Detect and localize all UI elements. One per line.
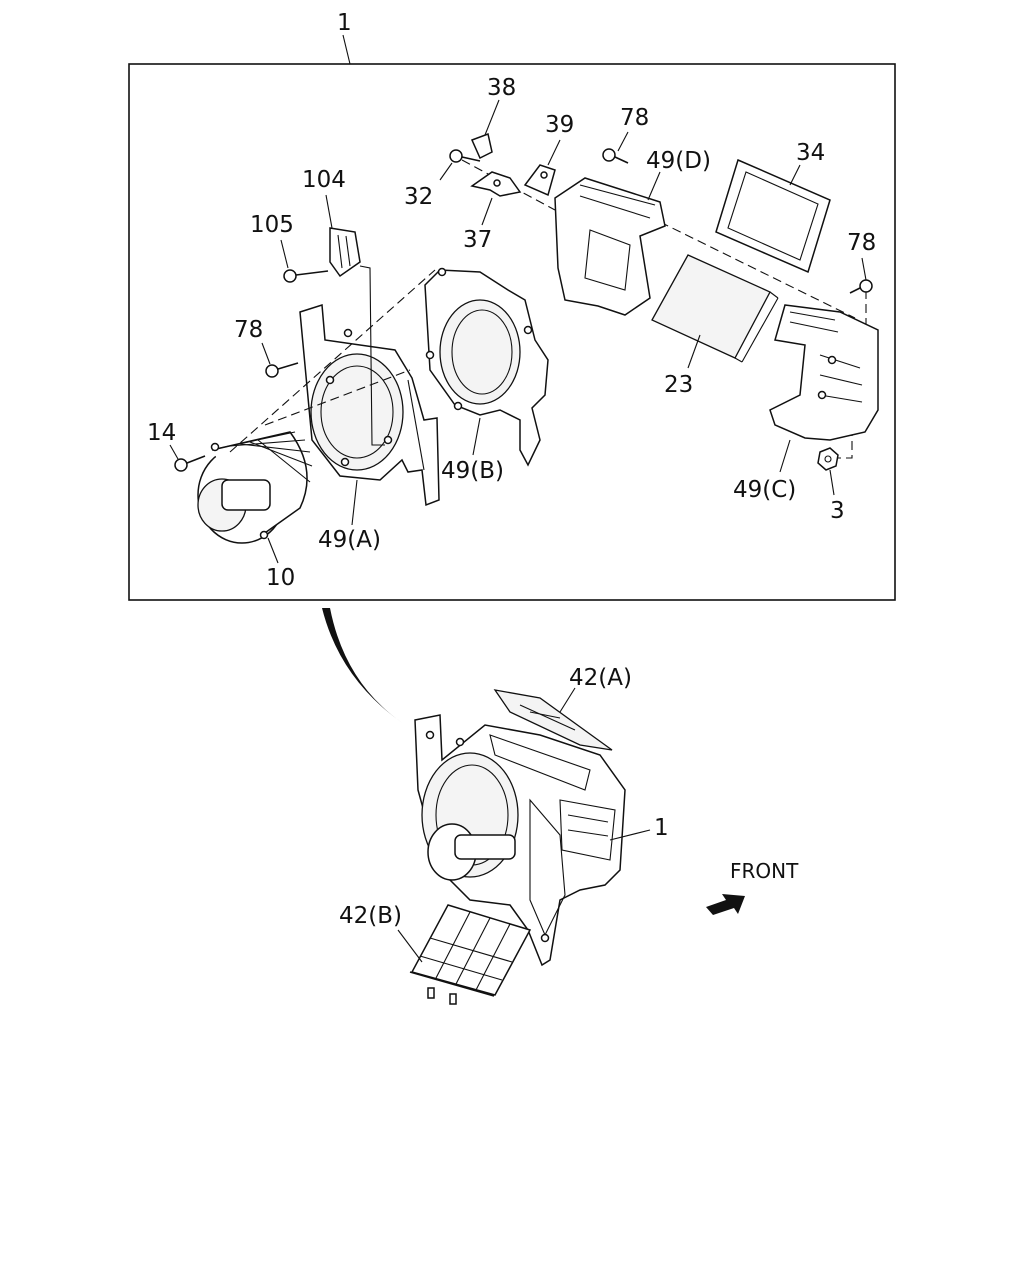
- exploded-view-frame: [128, 63, 896, 601]
- leader-1-bottom: [609, 829, 651, 841]
- label-42a: 42(A): [569, 665, 632, 691]
- alignment-line-2: [264, 369, 411, 426]
- filter-42b-part: [409, 904, 532, 1005]
- bracket-38-part: [470, 132, 493, 160]
- assembled-unit-part: [414, 714, 626, 967]
- leader-34: [789, 164, 801, 186]
- leader-3: [829, 469, 835, 496]
- label-104: 104: [302, 167, 346, 193]
- label-49d: 49(D): [646, 148, 711, 174]
- link-39-part: [523, 164, 556, 197]
- case-49b-part: [424, 267, 549, 467]
- panel-42a-part: [493, 689, 613, 751]
- lever-37-part: [470, 171, 522, 197]
- duct-49d-part: [554, 177, 666, 316]
- label-3: 3: [830, 498, 845, 524]
- label-49a: 49(A): [318, 527, 381, 553]
- leader-104: [325, 194, 333, 229]
- leader-38: [484, 99, 500, 136]
- label-front: FRONT: [730, 859, 799, 883]
- leader-42b: [397, 929, 423, 963]
- linkage-line: [359, 265, 385, 446]
- screw-14-part: [174, 455, 206, 472]
- label-1-bottom: 1: [654, 815, 669, 841]
- leader-10: [267, 537, 279, 564]
- actuator-104-part: [329, 227, 361, 278]
- leader-1-top: [342, 34, 351, 65]
- leader-23: [687, 334, 701, 369]
- label-78-top: 78: [620, 105, 649, 131]
- housing-49a-part: [299, 304, 440, 507]
- label-37: 37: [463, 227, 492, 253]
- screw-78-top-part: [602, 148, 629, 164]
- label-34: 34: [796, 140, 825, 166]
- label-49c: 49(C): [733, 477, 796, 503]
- screw-105-part: [283, 269, 329, 283]
- blower-motor-part: [197, 431, 313, 544]
- leader-78-left: [261, 342, 271, 365]
- label-23: 23: [664, 372, 693, 398]
- leader-39: [547, 139, 561, 166]
- label-39: 39: [545, 112, 574, 138]
- alignment-line-3: [461, 159, 556, 211]
- label-49b: 49(B): [441, 458, 504, 484]
- label-38: 38: [487, 75, 516, 101]
- label-78-right: 78: [847, 230, 876, 256]
- filter-23-part: [651, 254, 779, 363]
- label-78-left: 78: [234, 317, 263, 343]
- leader-37: [481, 197, 493, 226]
- leader-49a: [351, 479, 358, 526]
- leader-32: [439, 162, 453, 181]
- screw-78-left-part: [265, 362, 299, 378]
- front-arrow-icon: [706, 894, 745, 915]
- nut-3-part: [817, 447, 839, 471]
- label-42b: 42(B): [339, 903, 402, 929]
- alignment-line-5: [832, 428, 853, 459]
- leader-78-top: [617, 131, 629, 152]
- gasket-34-part: [715, 158, 831, 274]
- leader-105: [280, 239, 289, 269]
- leader-49d: [647, 171, 661, 201]
- screw-78-right-part: [849, 279, 873, 294]
- leader-49c: [779, 439, 791, 473]
- label-14: 14: [147, 420, 176, 446]
- label-1-top: 1: [337, 10, 352, 36]
- duct-49c-part: [769, 304, 879, 441]
- callout-curve: [322, 608, 404, 724]
- leader-42a: [559, 687, 576, 713]
- label-10: 10: [266, 565, 295, 591]
- alignment-line-4: [659, 221, 856, 319]
- alignment-line-1: [229, 269, 436, 453]
- leader-78-right: [861, 257, 867, 281]
- leader-49b: [472, 417, 481, 456]
- leader-14: [169, 444, 179, 460]
- label-105: 105: [250, 212, 294, 238]
- label-32: 32: [404, 184, 433, 210]
- screw-32-part: [449, 149, 481, 163]
